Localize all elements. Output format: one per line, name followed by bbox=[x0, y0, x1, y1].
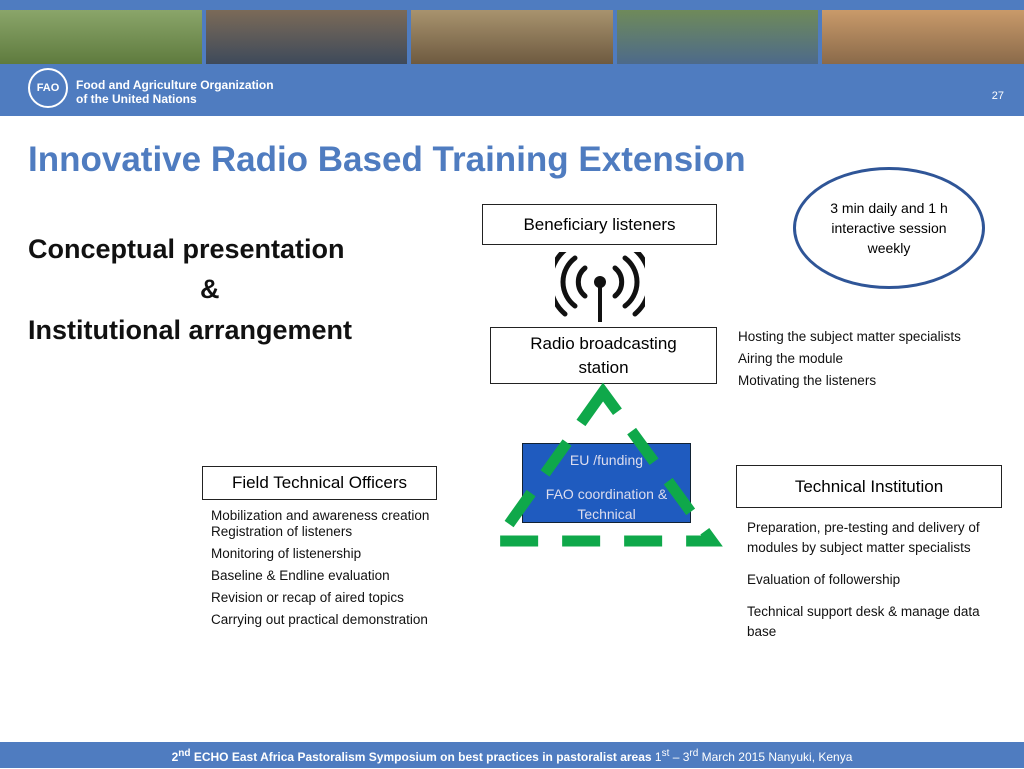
eu-funding-label: EU /funding bbox=[569, 452, 644, 468]
field-officer-roles: Mobilization and awareness creation Regi… bbox=[211, 508, 429, 634]
list-item: Registration of listeners bbox=[211, 524, 353, 539]
header-band bbox=[0, 64, 1024, 116]
list-item: Baseline & Endline evaluation bbox=[211, 568, 390, 583]
footer-location: March 2015 Nanyuki, Kenya bbox=[698, 750, 853, 764]
list-item: Technical support desk & manage data bas… bbox=[747, 604, 980, 639]
list-item: Mobilization and awareness creation bbox=[211, 508, 430, 523]
radio-antenna-icon bbox=[555, 252, 645, 322]
list-item: Monitoring of listenership bbox=[211, 546, 362, 561]
footer-date: – 3 bbox=[669, 750, 690, 764]
slide-title: Innovative Radio Based Training Extensio… bbox=[28, 140, 746, 179]
photo bbox=[411, 10, 613, 64]
radio-station-box: Radio broadcasting station bbox=[490, 327, 717, 384]
tech-institution-roles: Preparation, pre-testing and delivery of… bbox=[747, 518, 1007, 649]
schedule-text: 3 min daily and 1 h interactive session … bbox=[830, 200, 948, 256]
photo-banner bbox=[0, 0, 1024, 64]
photo bbox=[0, 10, 202, 64]
radio-station-roles: Hosting the subject matter specialists A… bbox=[738, 329, 961, 395]
footer-date: 1 bbox=[654, 750, 662, 764]
radio-station-label: Radio broadcasting station bbox=[530, 333, 677, 377]
subtitle-line1: Conceptual presentation bbox=[28, 234, 345, 264]
footer-sup: rd bbox=[689, 748, 699, 759]
footer-event: ECHO East Africa Pastoralism Symposium o… bbox=[190, 750, 655, 764]
footer-sup: st bbox=[661, 748, 670, 759]
field-officers-box: Field Technical Officers bbox=[202, 466, 437, 500]
list-item: Evaluation of followership bbox=[747, 572, 901, 587]
logo-text: FAO bbox=[36, 82, 60, 94]
photo bbox=[205, 10, 408, 64]
photo bbox=[822, 10, 1024, 64]
list-item: Motivating the listeners bbox=[738, 373, 877, 388]
org-line1: Food and Agriculture Organization bbox=[76, 78, 274, 92]
subtitle-ampersand: & bbox=[200, 274, 220, 304]
footer-ordinal: 2 bbox=[171, 750, 179, 764]
list-item: Preparation, pre-testing and delivery of… bbox=[747, 520, 980, 555]
list-item: Airing the module bbox=[738, 351, 844, 366]
beneficiary-box: Beneficiary listeners bbox=[482, 204, 717, 245]
list-item: Hosting the subject matter specialists bbox=[738, 329, 961, 344]
schedule-oval: 3 min daily and 1 h interactive session … bbox=[793, 167, 985, 289]
photo bbox=[616, 10, 819, 64]
fao-coordination-label: FAO coordination & Technical bbox=[545, 486, 668, 522]
org-line2: of the United Nations bbox=[76, 92, 197, 106]
subtitle-line3: Institutional arrangement bbox=[28, 315, 353, 345]
footer: 2nd ECHO East Africa Pastoralism Symposi… bbox=[0, 742, 1024, 768]
page-number: 27 bbox=[991, 90, 1004, 102]
eu-fao-box: EU /funding FAO coordination & Technical bbox=[522, 443, 691, 523]
list-item: Revision or recap of aired topics bbox=[211, 590, 404, 605]
footer-sup: nd bbox=[178, 748, 191, 759]
fao-logo: FAO bbox=[28, 68, 68, 108]
list-item: Carrying out practical demonstration bbox=[211, 612, 428, 627]
tech-institution-box: Technical Institution bbox=[736, 465, 1002, 508]
